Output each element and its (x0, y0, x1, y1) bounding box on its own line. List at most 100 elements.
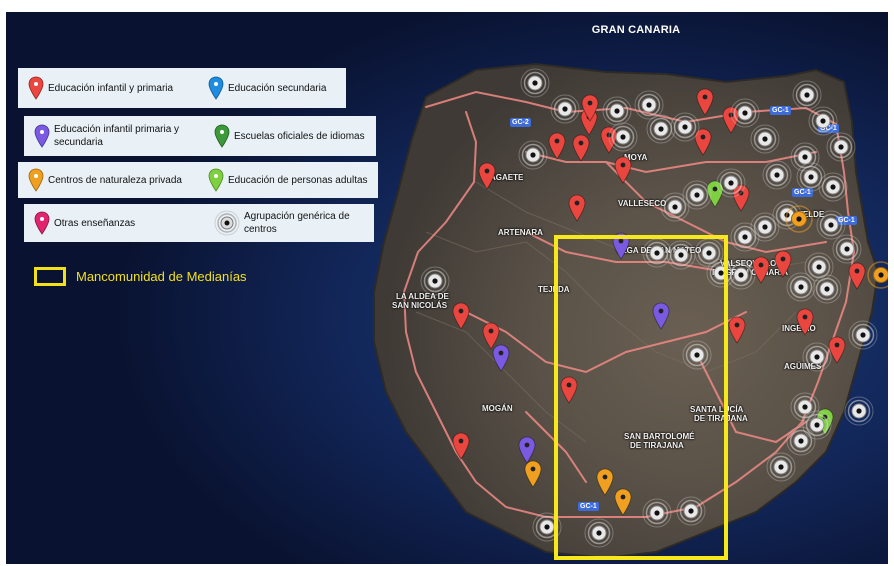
center-cluster-icon[interactable] (812, 274, 842, 304)
school-marker-pin-icon[interactable] (548, 132, 566, 160)
center-cluster-icon[interactable] (584, 518, 614, 548)
center-cluster-icon[interactable] (716, 168, 746, 198)
place-label: AGAETE (490, 173, 524, 182)
center-cluster-icon[interactable] (808, 106, 838, 136)
center-cluster-icon[interactable] (646, 114, 676, 144)
center-cluster-icon[interactable] (518, 140, 548, 170)
school-marker-pin-icon[interactable] (848, 262, 866, 290)
mancomunidad-medianias-boundary (554, 235, 728, 560)
center-cluster-icon[interactable] (802, 342, 832, 372)
map-pin-icon (214, 124, 230, 148)
school-marker-pin-icon[interactable] (560, 376, 578, 404)
center-cluster-icon[interactable] (796, 162, 826, 192)
legend-row-3: Centros de naturaleza privada Educación … (18, 162, 378, 198)
center-cluster-icon[interactable] (682, 180, 712, 210)
legend-label: Educación infantil y primaria (48, 82, 174, 94)
legend-item-privada: Centros de naturaleza privada (18, 168, 208, 192)
center-cluster-icon[interactable] (420, 266, 450, 296)
place-label: MOGÁN (482, 404, 513, 413)
school-marker-pin-icon[interactable] (482, 322, 500, 350)
center-cluster-icon[interactable] (642, 498, 672, 528)
center-cluster-icon[interactable] (786, 426, 816, 456)
center-cluster-icon[interactable] (520, 68, 550, 98)
center-cluster-icon[interactable] (660, 192, 690, 222)
school-marker-pin-icon[interactable] (706, 180, 724, 208)
place-label: DE GRAN CANARIA (712, 268, 788, 277)
center-cluster-icon[interactable] (786, 272, 816, 302)
legend-label: Educación infantil primaria y secundaria (54, 124, 180, 148)
map-canvas[interactable]: GRAN CANARIA Educación infantil y primar… (6, 12, 888, 564)
place-label: LA ALDEA DE (396, 292, 449, 301)
center-cluster-icon[interactable] (792, 80, 822, 110)
school-marker-pin-icon[interactable] (581, 94, 599, 122)
school-marker-pin-icon[interactable] (524, 460, 542, 488)
center-cluster-icon[interactable] (730, 222, 760, 252)
center-cluster-icon[interactable] (790, 142, 820, 172)
school-marker-pin-icon[interactable] (596, 468, 614, 496)
private-centre-cluster-icon[interactable] (866, 260, 888, 290)
road-shield: GC-2 (510, 118, 531, 127)
center-cluster-icon[interactable] (802, 410, 832, 440)
center-cluster-icon[interactable] (844, 396, 874, 426)
school-marker-pin-icon[interactable] (478, 162, 496, 190)
legend-row-1: Educación infantil y primaria Educación … (18, 68, 346, 108)
place-label: VALLESECO (618, 199, 667, 208)
center-cluster-icon[interactable] (848, 320, 878, 350)
center-cluster-icon[interactable] (602, 96, 632, 126)
center-cluster-icon[interactable] (818, 172, 848, 202)
center-cluster-icon[interactable] (730, 98, 760, 128)
center-cluster-icon[interactable] (676, 496, 706, 526)
school-marker-pin-icon[interactable] (796, 308, 814, 336)
legend-area-label: Mancomunidad de Medianías (76, 269, 247, 284)
legend-item-infantil-primaria-secundaria: Educación infantil primaria y secundaria (24, 123, 214, 149)
school-marker-pin-icon[interactable] (452, 432, 470, 460)
road-shield: GC-1 (818, 124, 839, 133)
center-cluster-icon[interactable] (804, 252, 834, 282)
legend-label: Centros de naturaleza privada (48, 174, 182, 186)
center-cluster-icon[interactable] (550, 94, 580, 124)
private-centre-cluster-icon[interactable] (784, 204, 814, 234)
legend-row-2: Educación infantil primaria y secundaria… (24, 116, 376, 156)
school-marker-pin-icon[interactable] (828, 336, 846, 364)
place-label: INGENIO (782, 324, 816, 333)
school-marker-pin-icon[interactable] (652, 302, 670, 330)
school-marker-pin-icon[interactable] (752, 256, 770, 284)
legend-label: Educación de personas adultas (228, 174, 368, 186)
center-cluster-icon[interactable] (682, 340, 712, 370)
school-marker-pin-icon[interactable] (614, 488, 632, 516)
center-cluster-icon[interactable] (750, 212, 780, 242)
legend-item-secundaria: Educación secundaria (208, 76, 326, 100)
map-pin-icon (208, 76, 224, 100)
map-pin-icon (208, 168, 224, 192)
school-marker-pin-icon[interactable] (614, 156, 632, 184)
center-cluster-icon[interactable] (608, 122, 638, 152)
center-cluster-icon[interactable] (670, 112, 700, 142)
center-cluster-icon[interactable] (762, 160, 792, 190)
school-marker-pin-icon[interactable] (572, 134, 590, 162)
school-marker-pin-icon[interactable] (694, 128, 712, 156)
road-shield: GC-1 (836, 216, 857, 225)
center-cluster-icon[interactable] (816, 210, 846, 240)
school-marker-pin-icon[interactable] (452, 302, 470, 330)
center-cluster-icon[interactable] (750, 124, 780, 154)
school-marker-pin-icon[interactable] (492, 344, 510, 372)
center-cluster-icon[interactable] (766, 452, 796, 482)
center-cluster-icon[interactable] (726, 260, 756, 290)
legend-row-4: Otras enseñanzas Agrupación genérica de … (24, 204, 374, 242)
school-marker-pin-icon[interactable] (774, 250, 792, 278)
cluster-icon (214, 210, 240, 236)
map-pin-icon (28, 76, 44, 100)
school-marker-pin-icon[interactable] (568, 194, 586, 222)
center-cluster-icon[interactable] (832, 234, 862, 264)
school-marker-pin-icon[interactable] (518, 436, 536, 464)
center-cluster-icon[interactable] (666, 240, 696, 270)
center-cluster-icon[interactable] (790, 392, 820, 422)
center-cluster-icon[interactable] (642, 238, 672, 268)
center-cluster-icon[interactable] (634, 90, 664, 120)
school-marker-pin-icon[interactable] (728, 316, 746, 344)
legend-item-agrupacion: Agrupación genérica de centros (214, 210, 364, 236)
legend-area-mancomunidad: Mancomunidad de Medianías (34, 267, 247, 286)
center-cluster-icon[interactable] (826, 132, 856, 162)
school-marker-pin-icon[interactable] (696, 88, 714, 116)
center-cluster-icon[interactable] (694, 238, 724, 268)
